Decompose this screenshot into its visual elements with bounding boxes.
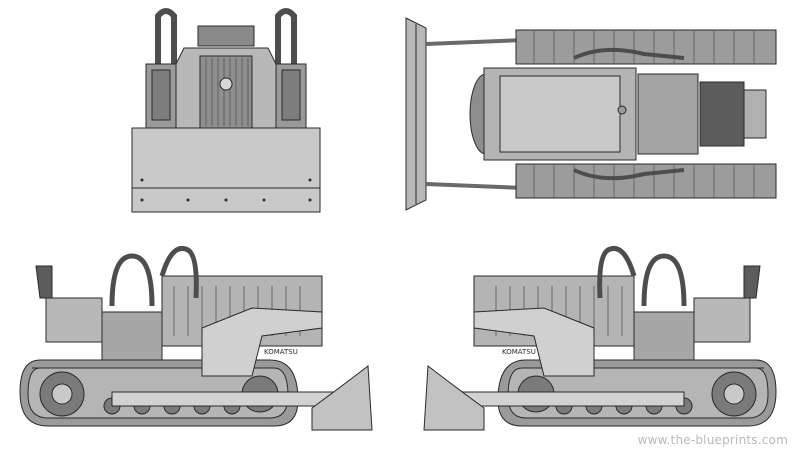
right-seat-back xyxy=(743,265,761,299)
right-brand-label: KOMATSU xyxy=(502,348,536,356)
left-blade-frame xyxy=(201,307,323,377)
left-side-view: KOMATSU xyxy=(19,246,373,431)
top-view xyxy=(405,17,777,211)
right-hose-a xyxy=(641,253,687,307)
left-brand-label: KOMATSU xyxy=(264,348,298,356)
left-seat-back xyxy=(35,265,53,299)
front-emblem xyxy=(219,77,233,91)
top-controls xyxy=(637,73,699,155)
right-blade-frame xyxy=(473,307,595,377)
left-blade xyxy=(311,365,373,431)
right-side-view: KOMATSU xyxy=(423,246,777,431)
top-filler-cap xyxy=(617,105,627,115)
left-pushbeam xyxy=(111,391,353,407)
top-hose-lower xyxy=(573,168,685,181)
front-pipe-left xyxy=(155,8,177,84)
right-pushbeam xyxy=(443,391,685,407)
top-track-upper xyxy=(515,29,777,65)
left-hose-a xyxy=(109,253,155,307)
front-grille xyxy=(199,55,253,129)
right-fuel-tank xyxy=(693,297,751,343)
front-cab-top xyxy=(197,25,255,47)
watermark-text: www.the-blueprints.com xyxy=(637,433,788,447)
left-fuel-tank xyxy=(45,297,103,343)
right-hose-b xyxy=(597,246,637,299)
top-hose-upper xyxy=(573,47,685,60)
front-view xyxy=(131,8,321,213)
right-blade xyxy=(423,365,485,431)
top-track-lower xyxy=(515,163,777,199)
front-pipe-right xyxy=(275,8,297,84)
top-seat xyxy=(699,81,745,147)
left-hose-b xyxy=(159,246,199,299)
top-rear xyxy=(743,89,767,139)
front-blade xyxy=(131,127,321,213)
